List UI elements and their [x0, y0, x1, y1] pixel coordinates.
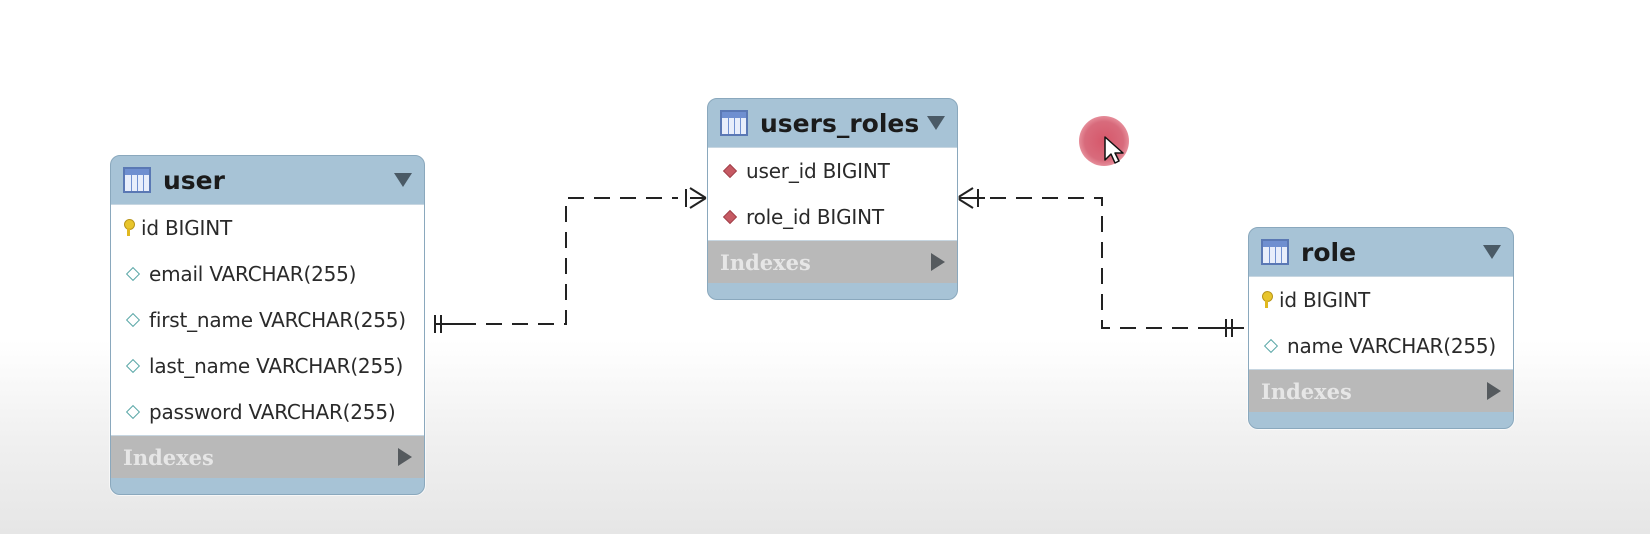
entity-title: role [1301, 237, 1357, 267]
entity-user[interactable]: user id BIGINT email VARCHAR(255) first_… [110, 155, 425, 495]
indexes-toggle[interactable]: Indexes [111, 436, 424, 478]
primary-key-icon [1261, 291, 1273, 309]
table-icon [720, 110, 748, 136]
indexes-toggle[interactable]: Indexes [708, 241, 957, 283]
relationship-line-role-users-roles[interactable] [985, 197, 1214, 329]
foreign-key-diamond-icon [722, 209, 738, 225]
entity-footer [111, 478, 424, 494]
column-list: id BIGINT name VARCHAR(255) [1249, 276, 1513, 370]
column-row[interactable]: role_id BIGINT [708, 194, 957, 240]
column-label: name VARCHAR(255) [1287, 334, 1497, 358]
expand-arrow-icon[interactable] [1487, 382, 1501, 400]
column-label: id BIGINT [141, 216, 233, 240]
column-label: first_name VARCHAR(255) [149, 308, 406, 332]
indexes-toggle[interactable]: Indexes [1249, 370, 1513, 412]
column-diamond-icon [1263, 338, 1279, 354]
table-icon [1261, 239, 1289, 265]
collapse-triangle-icon[interactable] [1483, 245, 1501, 259]
column-row[interactable]: last_name VARCHAR(255) [111, 343, 424, 389]
mouse-cursor-icon [1104, 136, 1124, 164]
column-row[interactable]: name VARCHAR(255) [1249, 323, 1513, 369]
entity-footer [708, 283, 957, 299]
column-label: password VARCHAR(255) [149, 400, 396, 424]
column-list: user_id BIGINT role_id BIGINT [708, 147, 957, 241]
column-diamond-icon [125, 312, 141, 328]
entity-header[interactable]: users_roles [708, 99, 957, 147]
collapse-triangle-icon[interactable] [394, 173, 412, 187]
column-label: id BIGINT [1279, 288, 1371, 312]
column-label: user_id BIGINT [746, 159, 890, 183]
primary-key-icon [123, 219, 135, 237]
entity-title: users_roles [760, 108, 920, 138]
indexes-label: Indexes [1261, 378, 1352, 404]
column-label: role_id BIGINT [746, 205, 884, 229]
column-list: id BIGINT email VARCHAR(255) first_name … [111, 204, 424, 436]
column-row[interactable]: password VARCHAR(255) [111, 389, 424, 435]
indexes-label: Indexes [720, 249, 811, 275]
entity-header[interactable]: role [1249, 228, 1513, 276]
indexes-label: Indexes [123, 444, 214, 470]
column-row[interactable]: first_name VARCHAR(255) [111, 297, 424, 343]
entity-title: user [163, 165, 225, 195]
crows-foot-users-roles-right [956, 187, 974, 199]
expand-arrow-icon[interactable] [931, 253, 945, 271]
entity-header[interactable]: user [111, 156, 424, 204]
column-diamond-icon [125, 404, 141, 420]
table-icon [123, 167, 151, 193]
column-row[interactable]: id BIGINT [111, 205, 424, 251]
column-label: email VARCHAR(255) [149, 262, 357, 286]
expand-arrow-icon[interactable] [398, 448, 412, 466]
column-diamond-icon [125, 358, 141, 374]
entity-role[interactable]: role id BIGINT name VARCHAR(255) Indexes [1248, 227, 1514, 429]
collapse-triangle-icon[interactable] [927, 116, 945, 130]
entity-footer [1249, 412, 1513, 428]
crows-foot-users-roles-left [689, 187, 707, 199]
relationship-line-user-users-roles[interactable] [460, 197, 678, 325]
column-row[interactable]: id BIGINT [1249, 277, 1513, 323]
column-label: last_name VARCHAR(255) [149, 354, 404, 378]
column-diamond-icon [125, 266, 141, 282]
click-highlight [1079, 116, 1129, 166]
column-row[interactable]: user_id BIGINT [708, 148, 957, 194]
column-row[interactable]: email VARCHAR(255) [111, 251, 424, 297]
foreign-key-diamond-icon [722, 163, 738, 179]
entity-users-roles[interactable]: users_roles user_id BIGINT role_id BIGIN… [707, 98, 958, 300]
